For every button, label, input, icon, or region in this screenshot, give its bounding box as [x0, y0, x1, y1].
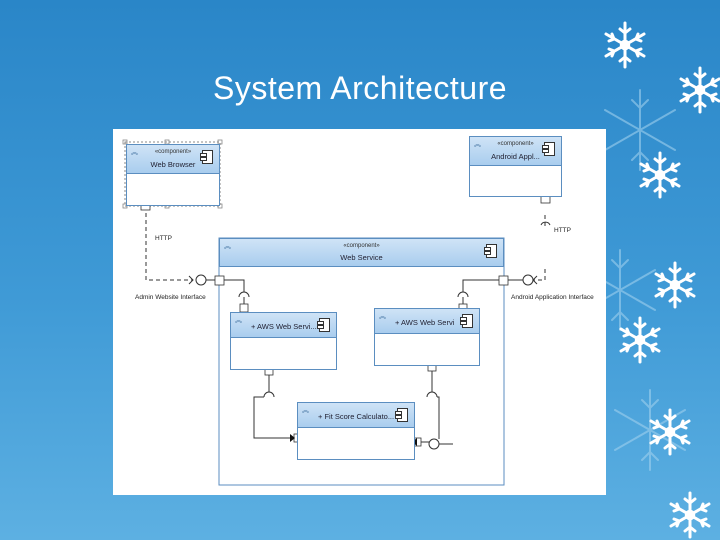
component-name: Web Service: [340, 253, 383, 262]
chevron-up-icon: ︽: [131, 149, 138, 156]
http-label-left: HTTP: [155, 235, 172, 242]
component-android-app[interactable]: ︽ «component» Android Appl...: [469, 136, 562, 197]
chevron-up-icon: ︽: [235, 317, 242, 324]
chevron-up-icon: ︽: [474, 141, 481, 148]
component-fit-score-calculator[interactable]: ︽ + Fit Score Calculato...: [297, 402, 415, 460]
component-web-browser[interactable]: ︽ «component» Web Browser: [126, 144, 220, 206]
component-icon: [395, 408, 408, 422]
stereotype-label: «component»: [154, 149, 192, 155]
component-icon: [200, 150, 213, 164]
component-web-service[interactable]: ︽ «component» Web Service: [219, 238, 504, 267]
component-aws-web-service-1[interactable]: ︽ + AWS Web Servi...: [230, 312, 337, 370]
chevron-up-icon: ︽: [379, 313, 386, 320]
http-label-right: HTTP: [554, 227, 571, 234]
component-name: + AWS Web Servi...: [251, 322, 317, 331]
component-name: Web Browser: [150, 160, 196, 169]
component-icon: [317, 318, 330, 332]
slide-title: System Architecture: [212, 70, 508, 106]
component-name: + Fit Score Calculato...: [318, 412, 395, 421]
component-icon: [460, 314, 473, 328]
diagram-canvas: ︽ «component» Web Browser ︽ «component» …: [113, 129, 606, 495]
component-name: + AWS Web Servi: [395, 318, 455, 327]
component-icon: [542, 142, 555, 156]
component-aws-web-service-2[interactable]: ︽ + AWS Web Servi: [374, 308, 480, 366]
component-name: Android Appl...: [491, 152, 540, 161]
android-interface-label: Android Application Interface: [511, 294, 594, 301]
admin-interface-label: Admin Website Interface: [135, 294, 206, 301]
component-icon: [484, 244, 497, 258]
stereotype-label: «component»: [343, 243, 380, 249]
stereotype-label: «component»: [497, 141, 534, 147]
chevron-up-icon: ︽: [302, 407, 309, 414]
chevron-up-icon: ︽: [224, 243, 231, 250]
